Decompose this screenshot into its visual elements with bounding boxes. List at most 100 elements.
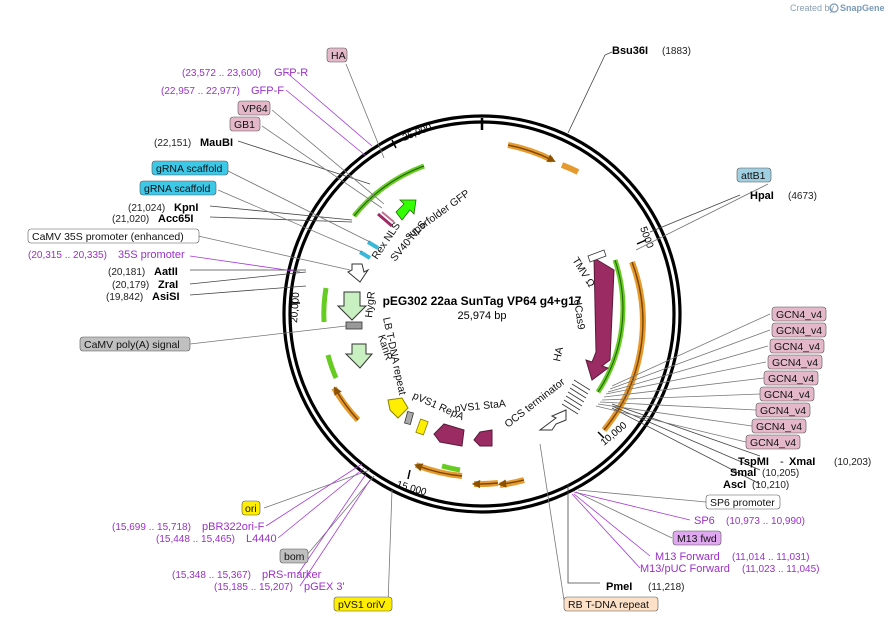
gcn4-label-2: GCN4_v4 — [776, 325, 822, 337]
gfp-arc-line — [353, 165, 425, 217]
superfolder-gfp-arrow — [395, 199, 417, 221]
minor-ticks — [290, 139, 647, 480]
enzyme-asisi: AsiSI — [152, 291, 180, 303]
left-green-arc-2 — [325, 354, 339, 379]
vp64-label: VP64 — [242, 103, 268, 115]
enzyme-acc65i: Acc65I — [158, 213, 193, 225]
pvs1-staa-arrow — [473, 429, 493, 447]
feature-arc-top — [507, 142, 554, 163]
primer-pbr322ori-f: pBR322ori-F — [202, 521, 265, 533]
primer-l4440-pos: (15,448 .. 15,465) — [156, 534, 235, 545]
bottom-green-arc — [441, 463, 461, 473]
pvs1-repa-arrow — [433, 423, 465, 447]
primer-prs-marker-pos: (15,348 .. 15,367) — [172, 570, 251, 581]
rb-tdna-label: RB T-DNA repeat — [568, 599, 649, 611]
primer-gfp-f-pos: (22,957 .. 22,977) — [161, 86, 240, 97]
gcn4-label-stack: GCN4_v4 GCN4_v4 GCN4_v4 GCN4_v4 GCN4_v4 … — [745, 306, 827, 450]
feature-arc-top-2 — [560, 162, 580, 175]
feature-leader-lines — [189, 63, 771, 605]
primer-sp6: SP6 — [694, 515, 715, 527]
inner-features — [336, 199, 615, 447]
label-hygr: HygR — [363, 291, 378, 319]
pvs1-oriv-label: pVS1 oriV — [338, 599, 385, 611]
grna-scaffold-bar-2 — [358, 250, 372, 260]
sp6-promoter-box — [705, 494, 781, 510]
ha-box — [326, 47, 348, 63]
left-green-arc-1 — [321, 287, 329, 323]
feature-arrow-left — [333, 386, 359, 421]
enzyme-pmei: PmeI — [606, 581, 632, 593]
primer-m13-puc-forward-pos: (11,023 .. 11,045) — [742, 564, 819, 575]
enzyme-tspmi-sep: - — [780, 456, 784, 468]
gb1-box — [229, 116, 261, 132]
hygr-arrow — [336, 291, 368, 321]
enzyme-maubi: MauBI — [200, 137, 233, 149]
label-pvs1-staa: pVS1 StaA — [454, 398, 506, 415]
m13-fwd-label: M13 fwd — [677, 533, 717, 545]
vp64-bar — [381, 211, 395, 223]
ori-box — [241, 500, 261, 516]
primer-m13-forward: M13 Forward — [655, 551, 720, 563]
primer-m13-forward-pos: (11,014 .. 11,031) — [732, 552, 809, 563]
enzyme-smai-pos: (10,205) — [762, 468, 799, 479]
gcn4-label-1: GCN4_v4 — [776, 309, 822, 321]
primer-gfp-r-pos: (23,572 .. 23,600) — [182, 68, 261, 79]
tick-20000: 20,000 — [289, 291, 302, 323]
primer-l4440: L4440 — [246, 533, 277, 545]
label-dcas9: dCas9 — [571, 299, 587, 331]
green-feature-arcs — [321, 163, 626, 473]
primer-pgex3: pGEX 3' — [304, 581, 345, 593]
enzyme-kpni: KpnI — [174, 202, 198, 214]
enzyme-smai: SmaI — [730, 467, 756, 479]
snapgene-logo-icon — [829, 3, 839, 13]
gcn4-label-9: GCN4_v4 — [750, 437, 796, 449]
outer-feature-arcs — [331, 142, 646, 489]
attb1-label: attB1 — [741, 170, 766, 182]
enzyme-xmai-pos: (10,203) — [834, 457, 871, 468]
gcn4-repeat-block — [561, 379, 591, 415]
primer-gfp-r: GFP-R — [274, 67, 308, 79]
pvs1-oriv-box — [333, 596, 393, 612]
bom-label: bom — [284, 551, 305, 563]
gcn4-label-5: GCN4_v4 — [768, 373, 814, 385]
gcn4-label-3: GCN4_v4 — [774, 341, 820, 353]
enzyme-asci-pos: (10,210) — [752, 480, 789, 491]
camv-35s-enhanced-label: CaMV 35S promoter (enhanced) — [32, 231, 184, 243]
primer-35s: 35S promoter — [118, 249, 185, 261]
enzyme-bsu36i: Bsu36I — [612, 45, 648, 57]
feature-arrow-top — [507, 144, 556, 162]
attb1-box — [736, 167, 772, 183]
feature-arrow-bottom-1 — [497, 479, 525, 488]
feature-arrow-bottom-2 — [471, 479, 499, 489]
camv-polya-label: CaMV poly(A) signal — [84, 339, 180, 351]
backbone-outer-ring — [282, 114, 682, 514]
enzyme-aatii: AatII — [154, 266, 178, 278]
rb-tdna-box — [563, 596, 659, 612]
primer-leader-lines — [189, 71, 691, 587]
primer-prs-marker: pRS-marker — [262, 569, 322, 581]
camv-polya-box — [79, 336, 191, 352]
credit-text: Created by — [790, 3, 835, 13]
feature-arrow-right — [603, 261, 644, 431]
kanr-arrow — [344, 343, 374, 369]
cas9-support-arc-line — [597, 259, 624, 393]
tmv-omega-block — [587, 249, 607, 263]
gcn4-label-8: GCN4_v4 — [756, 421, 802, 433]
enzyme-maubi-pos: (22,151) — [154, 138, 191, 149]
grna-scaffold-box-2 — [139, 180, 217, 196]
enzyme-xmai: XmaI — [789, 456, 815, 468]
primer-35s-pos: (20,315 .. 20,335) — [28, 250, 107, 261]
rex-nls-bar — [377, 212, 393, 228]
enzyme-hpai: HpaI — [750, 190, 774, 202]
grna-scaffold-box-1 — [151, 160, 229, 176]
primer-pbr322ori-f-pos: (15,699 .. 15,718) — [112, 522, 191, 533]
gb1-label: GB1 — [234, 119, 255, 131]
gcn4-label-6: GCN4_v4 — [764, 389, 810, 401]
enzyme-asci: AscI — [723, 479, 746, 491]
primer-gfp-f: GFP-F — [251, 85, 284, 97]
ha-label: HA — [331, 50, 346, 62]
enzyme-tspmi: TspMI — [738, 456, 769, 468]
gcn4-label-4: GCN4_v4 — [772, 357, 818, 369]
primer-sp6-pos: (10,973 .. 10,990) — [726, 516, 805, 527]
